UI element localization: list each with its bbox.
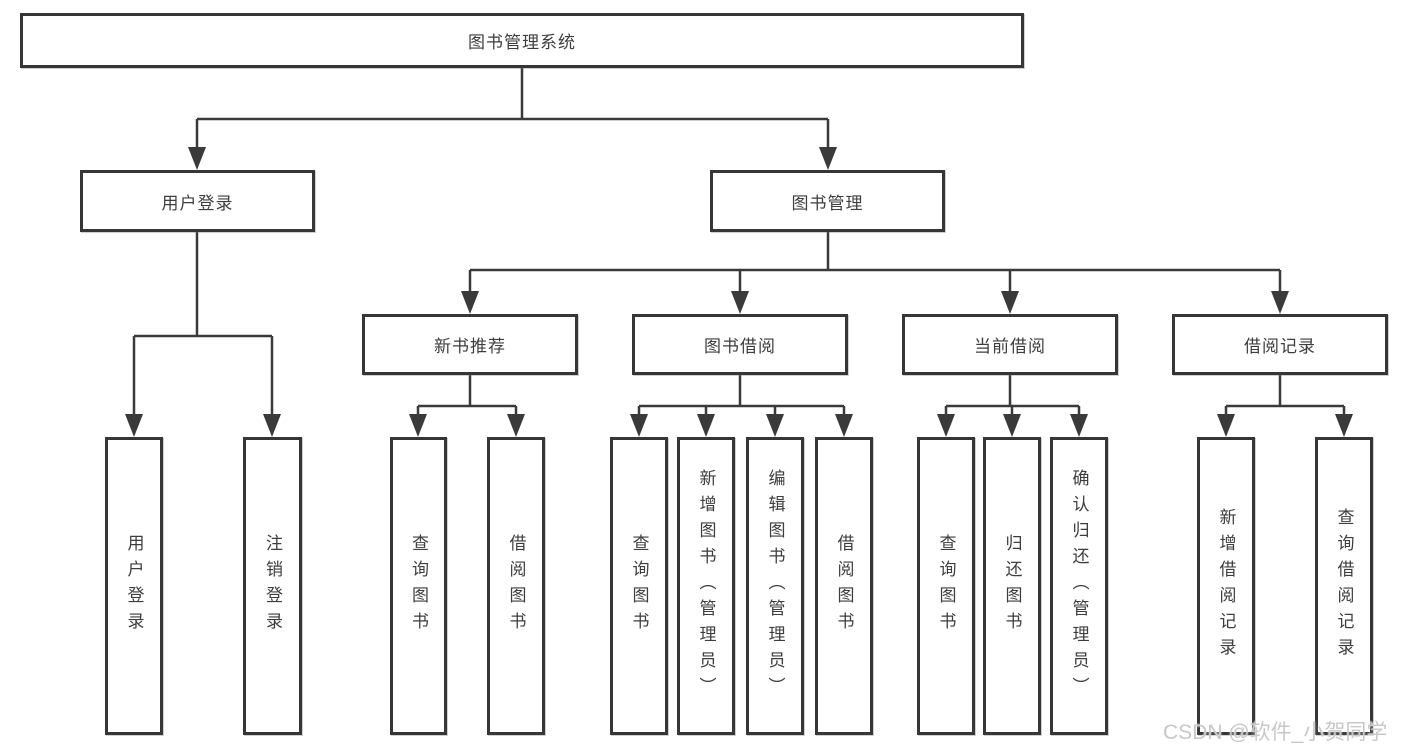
- leaf-query-books-recommend: 查询图书: [390, 437, 447, 735]
- connector-user-login-to-leaves: [125, 232, 281, 437]
- leaf-return-books: 归还图书: [983, 437, 1041, 735]
- node-current-borrowing: 当前借阅: [902, 314, 1118, 375]
- arrowhead: [1271, 291, 1289, 314]
- arrowhead: [731, 291, 749, 314]
- node-user-login: 用户登录: [80, 170, 315, 232]
- connector-current-borrow-to-leaves: [937, 375, 1088, 437]
- arrowhead: [507, 414, 525, 437]
- csdn-watermark: CSDN @软件_小贺同学: [1163, 721, 1388, 744]
- arrowhead: [263, 414, 281, 437]
- connector-borrow-records-to-leaves: [1217, 375, 1353, 437]
- arrowhead: [1070, 414, 1088, 437]
- leaf-borrow-books-borrowing: 借阅图书: [815, 437, 873, 735]
- leaf-edit-books-admin: 编辑图书（管理员）: [746, 437, 804, 735]
- connector-book-borrow-to-leaves: [630, 375, 853, 437]
- arrowhead: [1217, 414, 1235, 437]
- arrowhead: [1001, 291, 1019, 314]
- arrowhead: [630, 414, 648, 437]
- node-borrowing-records: 借阅记录: [1172, 314, 1388, 375]
- arrowhead: [1003, 414, 1021, 437]
- arrowhead: [1335, 414, 1353, 437]
- leaf-query-books-current: 查询图书: [917, 437, 975, 735]
- leaf-add-borrow-record: 新增借阅记录: [1197, 437, 1255, 735]
- leaf-user-login: 用户登录: [105, 437, 163, 735]
- leaf-confirm-return-admin: 确认归还（管理员）: [1050, 437, 1108, 735]
- node-book-borrowing: 图书借阅: [632, 314, 848, 375]
- node-new-book-recommend: 新书推荐: [362, 314, 578, 375]
- node-library-management-system: 图书管理系统: [20, 13, 1024, 68]
- arrowhead: [819, 147, 837, 170]
- arrowhead: [461, 291, 479, 314]
- connector-root-to-level2: [188, 68, 837, 170]
- leaf-query-books-borrowing: 查询图书: [610, 437, 668, 735]
- leaf-logout: 注销登录: [243, 437, 302, 735]
- leaf-borrow-books-recommend: 借阅图书: [487, 437, 545, 735]
- node-book-management: 图书管理: [710, 170, 945, 232]
- leaf-query-borrow-record: 查询借阅记录: [1315, 437, 1373, 735]
- arrowhead: [125, 414, 143, 437]
- arrowhead: [766, 414, 784, 437]
- arrowhead: [937, 414, 955, 437]
- arrowhead: [697, 414, 715, 437]
- connector-new-book-rec-to-leaves: [409, 375, 525, 437]
- connector-book-mgmt-to-level3: [461, 232, 1289, 314]
- leaf-add-books-admin: 新增图书（管理员）: [677, 437, 735, 735]
- arrowhead: [188, 147, 206, 170]
- arrowhead: [409, 414, 427, 437]
- arrowhead: [835, 414, 853, 437]
